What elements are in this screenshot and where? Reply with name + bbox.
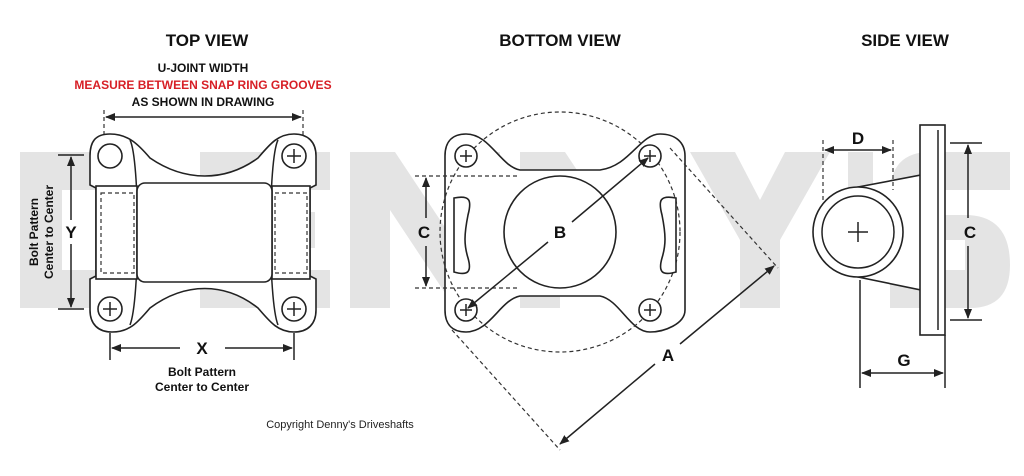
cross-body xyxy=(136,182,273,283)
bottom-view-title: BOTTOM VIEW xyxy=(499,31,621,50)
swing-circle xyxy=(439,111,681,353)
d-dimension-label: D xyxy=(852,129,864,148)
measure-note: MEASURE BETWEEN SNAP RING GROOVES xyxy=(74,78,331,92)
center-bore xyxy=(503,175,617,289)
y-dimension-label: Y xyxy=(65,223,77,242)
bottom-c-label: C xyxy=(418,223,430,242)
bolt-hole-icons xyxy=(97,143,307,322)
x-caption-line2: Center to Center xyxy=(155,380,249,394)
left-bearing-cap xyxy=(95,185,138,280)
x-dimension-label: X xyxy=(196,339,208,358)
as-shown-label: AS SHOWN IN DRAWING xyxy=(132,95,275,109)
x-caption-line1: Bolt Pattern xyxy=(168,365,236,379)
a-dimension-label: A xyxy=(662,346,674,365)
side-view: SIDE VIEW D C G xyxy=(812,31,982,388)
b-dimension-label: B xyxy=(554,223,566,242)
y-caption-line1: Bolt Pattern xyxy=(27,198,41,266)
right-bearing-cap xyxy=(271,185,311,280)
side-flange xyxy=(919,124,946,336)
top-view: TOP VIEW U-JOINT WIDTH MEASURE BETWEEN S… xyxy=(27,31,332,394)
right-cutout xyxy=(659,196,677,275)
ujoint-width-label: U-JOINT WIDTH xyxy=(158,61,249,75)
g-dimension-label: G xyxy=(897,351,910,370)
bottom-view: BOTTOM VIEW C B A xyxy=(415,31,779,451)
side-c-label: C xyxy=(964,223,976,242)
copyright-text: Copyright Denny's Driveshafts xyxy=(266,419,414,431)
left-cutout xyxy=(453,196,471,275)
top-view-title: TOP VIEW xyxy=(166,31,249,50)
y-caption-line2: Center to Center xyxy=(42,185,56,279)
side-view-title: SIDE VIEW xyxy=(861,31,950,50)
